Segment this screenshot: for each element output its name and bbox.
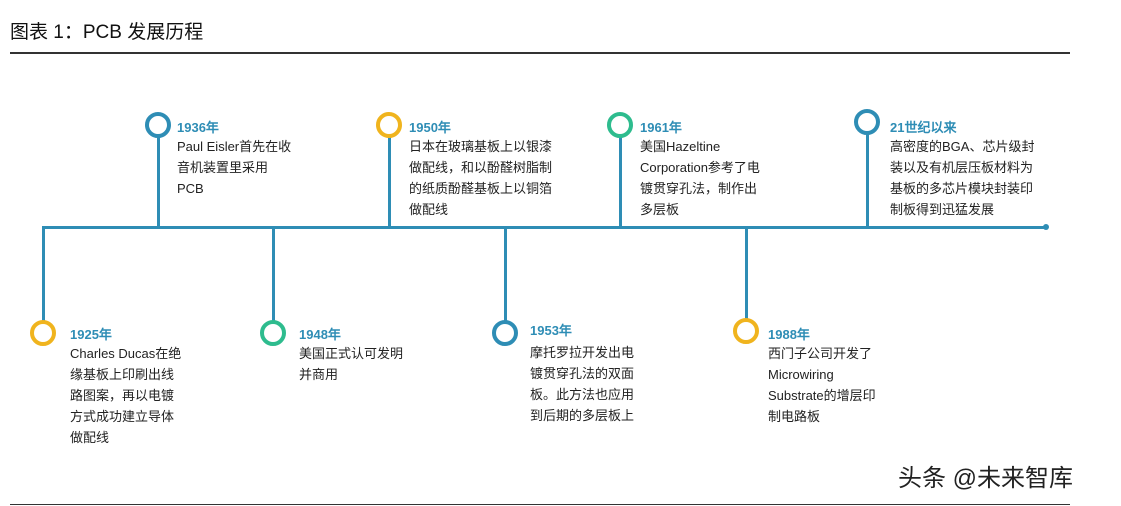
event-year: 1953年 <box>530 323 572 338</box>
ring-1988 <box>733 318 759 344</box>
event-description: 日本在玻璃基板上以银漆做配线，和以酚醛树脂制的纸质酚醛基板上以铜箔做配线 <box>409 139 553 217</box>
stem-1948 <box>272 226 275 324</box>
stem-21st-century <box>866 132 869 228</box>
ring-1936 <box>145 112 171 138</box>
watermark-text: 头条 @未来智库 <box>898 465 1074 492</box>
ring-1925 <box>30 320 56 346</box>
ring-1961 <box>607 112 633 138</box>
stem-1925 <box>42 226 45 324</box>
event-year: 1961年 <box>640 120 682 135</box>
figure-title: 图表 1：PCB 发展历程 <box>10 22 204 43</box>
event-year: 1936年 <box>177 120 219 135</box>
ring-1953 <box>492 320 518 346</box>
event-description: Charles Ducas在绝缘基板上印刷出线路图案，再以电镀方式成功建立导体做… <box>70 346 182 445</box>
top-rule <box>10 52 1070 54</box>
bottom-rule <box>10 504 1070 505</box>
event-description: 摩托罗拉开发出电镀贯穿孔法的双面板。此方法也应用到后期的多层板上 <box>530 345 635 423</box>
timeline-axis-end <box>1043 224 1049 230</box>
event-year: 1950年 <box>409 120 451 135</box>
event-year: 1988年 <box>768 327 810 342</box>
stem-1936 <box>157 134 160 228</box>
event-description: 美国正式认可发明并商用 <box>299 346 404 382</box>
stem-1950 <box>388 134 391 228</box>
event-year: 1925年 <box>70 327 112 342</box>
ring-1950 <box>376 112 402 138</box>
ring-21st-century <box>854 109 880 135</box>
event-year: 21世纪以来 <box>890 120 957 135</box>
event-description: 高密度的BGA、芯片级封装以及有机层压板材料为基板的多芯片模块封装印制板得到迅猛… <box>890 139 1035 217</box>
event-year: 1948年 <box>299 327 341 342</box>
stem-1961 <box>619 134 622 228</box>
timeline-axis <box>42 226 1046 229</box>
ring-1948 <box>260 320 286 346</box>
stem-1988 <box>745 226 748 322</box>
stem-1953 <box>504 226 507 324</box>
